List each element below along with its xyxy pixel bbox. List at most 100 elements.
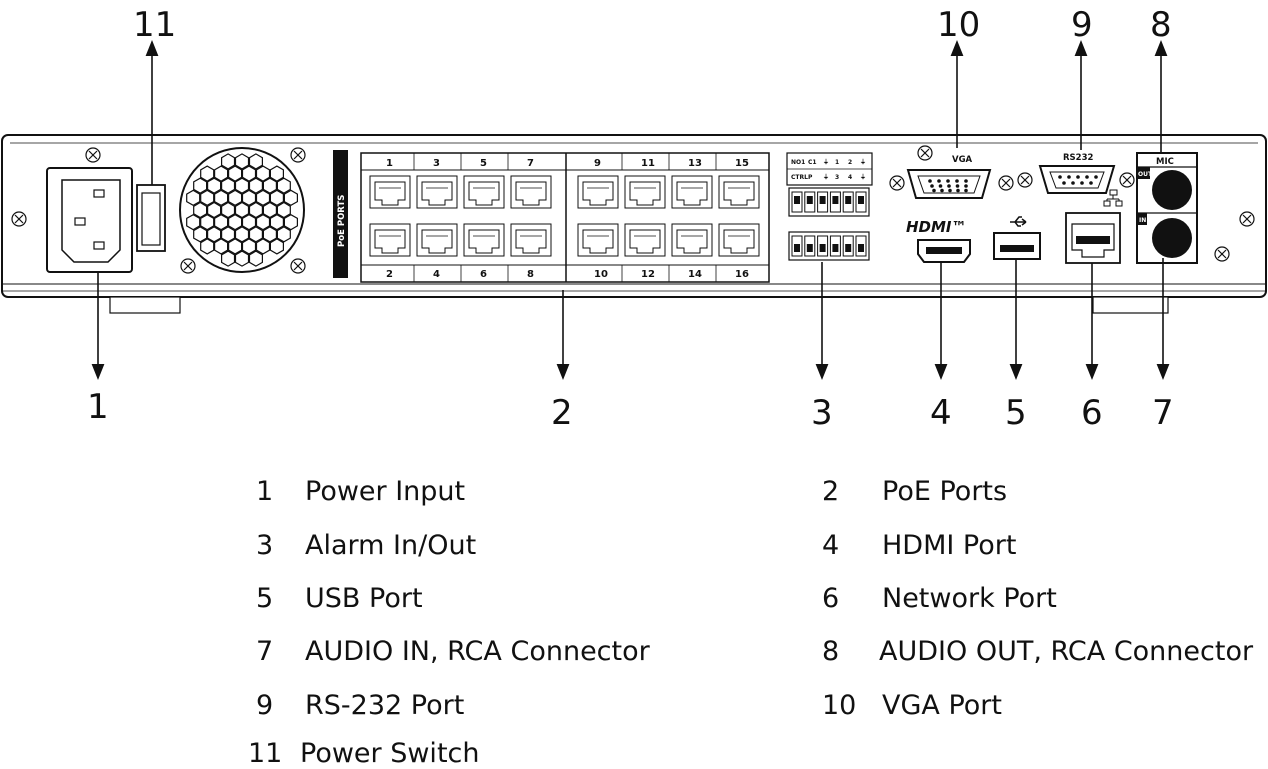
- rs232-port: RS232: [1038, 153, 1116, 194]
- fan-hole: [221, 226, 236, 243]
- fan-hole: [234, 153, 250, 170]
- audio-in-rca: [1152, 218, 1192, 258]
- fan-hole: [193, 177, 208, 194]
- fan-hole: [214, 189, 229, 206]
- callout-6: 6: [1081, 393, 1103, 433]
- poe-top-number: 3: [433, 158, 440, 169]
- callout-4: 4: [930, 393, 952, 433]
- fan-hole: [221, 177, 236, 194]
- fan-hole: [200, 189, 215, 206]
- fan-hole: [228, 189, 243, 206]
- fan-hole: [221, 153, 236, 170]
- poe-bottom-number: 10: [594, 269, 608, 280]
- fan-hole: [248, 226, 263, 243]
- fan-hole: [186, 189, 201, 206]
- fan-hole: [193, 226, 208, 243]
- alarm-label: 1: [835, 159, 839, 166]
- callout-5: 5: [1005, 393, 1027, 433]
- poe-bottom-number: 2: [386, 269, 393, 280]
- usb-port: [993, 216, 1041, 260]
- callout-3: 3: [811, 393, 833, 433]
- fan-hole: [241, 189, 257, 206]
- fan-hole: [255, 238, 271, 255]
- fan-hole: [248, 201, 263, 219]
- out-label: OUT: [1138, 171, 1153, 178]
- poe-port: [416, 175, 458, 209]
- rs232-label: RS232: [1063, 153, 1093, 163]
- fan-hole: [221, 250, 236, 267]
- fan-hole: [200, 238, 215, 255]
- poe-top-number: 7: [527, 158, 534, 169]
- fan-hole: [269, 165, 284, 182]
- alarm-label: NO1: [791, 159, 805, 166]
- alarm-label: CTRL: [791, 174, 808, 181]
- poe-port: [718, 223, 760, 257]
- fan-hole: [221, 201, 236, 219]
- mic-rca-block: MIC OUT IN: [1136, 152, 1198, 264]
- poe-port: [624, 175, 666, 209]
- callout-7: 7: [1152, 393, 1174, 433]
- fan-hole: [234, 226, 250, 243]
- fan-hole: [228, 165, 243, 182]
- poe-bottom-number: 6: [480, 269, 487, 280]
- fan-hole: [248, 250, 263, 267]
- fan-hole: [214, 165, 229, 182]
- poe-port: [416, 223, 458, 257]
- audio-out-rca: [1152, 170, 1192, 210]
- poe-port: [577, 223, 619, 257]
- callout-9: 9: [1071, 5, 1093, 45]
- poe-port: [671, 175, 713, 209]
- fan-hole: [214, 238, 229, 255]
- network-icon: [1103, 189, 1123, 207]
- callout-11: 11: [133, 5, 176, 45]
- alarm-label: ⏚: [860, 174, 866, 181]
- poe-bottom-number: 16: [735, 269, 749, 280]
- usb-icon: [1010, 216, 1027, 227]
- callout-8: 8: [1150, 5, 1172, 45]
- poe-port: [671, 223, 713, 257]
- fan-hole: [276, 201, 291, 219]
- hdmi-port: HDMI™: [906, 218, 971, 263]
- callout-1: 1: [87, 387, 109, 427]
- fan-hole: [234, 201, 250, 219]
- fan-hole: [207, 201, 222, 219]
- power-input-socket: [46, 167, 133, 273]
- fan-hole: [269, 238, 284, 255]
- fan-hole: [241, 238, 257, 255]
- fan-hole: [241, 165, 257, 182]
- hdmi-label: HDMI™: [906, 218, 967, 236]
- callout-arrows: [91, 40, 1170, 380]
- fan-hole: [283, 189, 298, 206]
- poe-bottom-number: 8: [527, 269, 534, 280]
- poe-port: [624, 223, 666, 257]
- alarm-label: 2: [848, 159, 852, 166]
- alarm-label: 4: [848, 174, 852, 181]
- fan-hole: [269, 189, 284, 206]
- fan-hole: [214, 214, 229, 231]
- fan-hole: [276, 177, 291, 194]
- fan-hole: [207, 226, 222, 243]
- fan-hole: [255, 214, 271, 231]
- vga-label: VGA: [952, 155, 973, 165]
- poe-port: [369, 223, 411, 257]
- callout-10: 10: [937, 5, 980, 45]
- poe-port: [718, 175, 760, 209]
- fan-hole: [200, 165, 215, 182]
- poe-bottom-number: 4: [433, 269, 440, 280]
- alarm-label: 3: [835, 174, 839, 181]
- poe-top-number: 9: [594, 158, 601, 169]
- poe-port: [510, 223, 552, 257]
- fan-hole: [283, 214, 298, 231]
- poe-top-number: 5: [480, 158, 487, 169]
- fan-hole: [228, 214, 243, 231]
- fan-hole: [248, 177, 263, 194]
- power-switch: [136, 184, 166, 252]
- callout-2: 2: [551, 393, 573, 433]
- fan-hole: [262, 201, 277, 219]
- mic-label: MIC: [1156, 157, 1174, 167]
- fan-hole: [186, 214, 201, 231]
- fan-hole: [234, 177, 250, 194]
